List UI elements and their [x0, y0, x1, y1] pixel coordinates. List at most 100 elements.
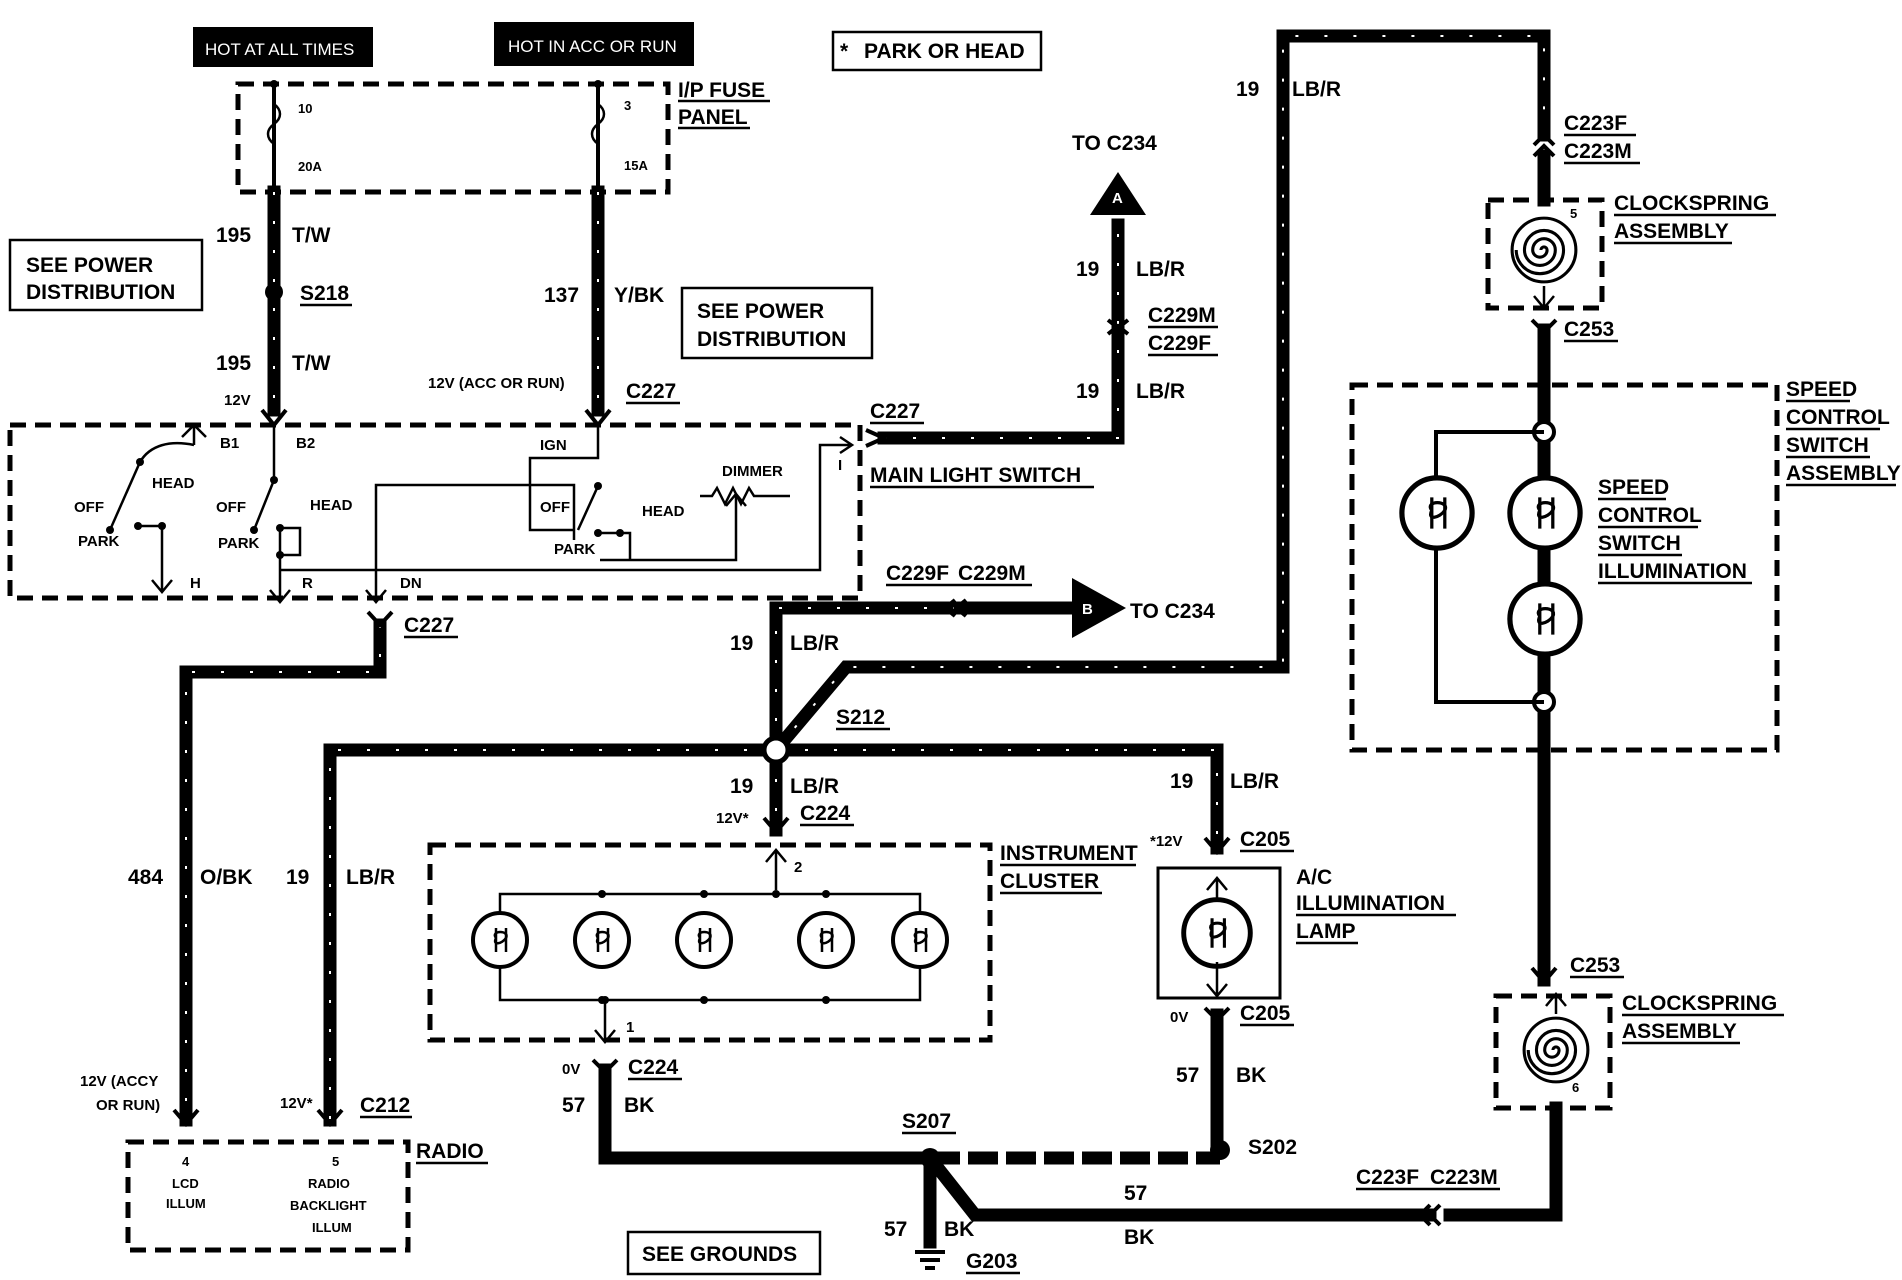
wire-19-color-b: LB/R — [1136, 380, 1185, 403]
clockspring-top: 5 — [1485, 197, 1605, 311]
splice-s218-label: S218 — [300, 282, 349, 305]
wire-484-number: 484 — [128, 866, 163, 889]
see-power-1-line2: DISTRIBUTION — [26, 281, 175, 304]
radio-pin-4-line1: LCD — [172, 1176, 199, 1191]
connector-c223f-top: C223F — [1564, 112, 1627, 135]
hot-at-all-times-tab: HOT AT ALL TIMES — [193, 27, 373, 67]
radio-pin-5-line1: RADIO — [308, 1176, 350, 1191]
connector-c223f-bottom: C223F — [1356, 1166, 1419, 1189]
speed-assembly-line2: CONTROL — [1786, 406, 1890, 429]
switch-pin-h: H — [190, 575, 201, 592]
speed-illum-line4: ILLUMINATION — [1598, 560, 1747, 583]
voltage-0v-c205: 0V — [1170, 1009, 1188, 1026]
c253-bottom-connector — [1530, 966, 1558, 986]
voltage-12v-accy-line1: 12V (ACCY — [80, 1073, 158, 1090]
fuse-panel: 10 20A 3 15A I/P FUSE PANEL — [235, 79, 770, 195]
wire-195-number-a: 195 — [216, 224, 251, 247]
off-page-connector-a: A TO C234 — [1072, 132, 1157, 215]
speed-assembly-line3: SWITCH — [1786, 434, 1869, 457]
wire-19-number-c: 19 — [730, 632, 753, 655]
voltage-12v-star-c224: 12V* — [716, 810, 749, 827]
asterisk-symbol: * — [840, 40, 849, 63]
connector-c229f-a: C229F — [1148, 332, 1211, 355]
see-power-distribution-1: SEE POWER DISTRIBUTION — [8, 238, 204, 312]
c223-top-connector — [1532, 132, 1556, 158]
c227-bottom-connector — [366, 610, 394, 628]
fuse-3-number: 3 — [624, 98, 631, 113]
speed-illum-line3: SWITCH — [1598, 532, 1681, 555]
connector-c229m-a: C229M — [1148, 304, 1216, 327]
clockspring-bottom: 6 — [1493, 992, 1613, 1111]
radio-pin-4-line2: ILLUM — [166, 1196, 206, 1211]
see-power-2-line2: DISTRIBUTION — [697, 328, 846, 351]
connector-c224-top: C224 — [800, 802, 851, 825]
cluster-pin-2: 2 — [794, 859, 802, 876]
switch-pin-b1: B1 — [220, 435, 239, 452]
switch-pin-dn: DN — [400, 575, 422, 592]
wire-19-color-c: LB/R — [790, 632, 839, 655]
ac-illumination-lamp — [1156, 866, 1282, 1000]
switch2-off: OFF — [216, 499, 246, 516]
dimmer-label: DIMMER — [722, 463, 783, 480]
see-grounds-note: SEE GROUNDS — [626, 1230, 822, 1276]
splice-s212-label: S212 — [836, 706, 885, 729]
fuse-20a-rating: 20A — [298, 159, 322, 174]
clockspring-top-line2: ASSEMBLY — [1614, 220, 1729, 243]
clockspring-bottom-line2: ASSEMBLY — [1622, 1020, 1737, 1043]
c205-top-connector — [1203, 836, 1231, 856]
radio-pin-4: 4 — [182, 1154, 190, 1169]
see-power-2-line1: SEE POWER — [697, 300, 824, 323]
connector-b-letter: B — [1082, 601, 1093, 618]
radio-pin5-connector — [316, 1108, 344, 1128]
c224-top-connector — [762, 816, 790, 836]
connector-c229m-b: C229M — [958, 562, 1026, 585]
ground-g203-label: G203 — [966, 1250, 1017, 1273]
switch3-ign: IGN — [540, 437, 567, 454]
cluster-bulb-5 — [891, 911, 949, 969]
clockspring-bottom-line1: CLOCKSPRING — [1622, 992, 1777, 1015]
voltage-12v-acc-run: 12V (ACC OR RUN) — [428, 375, 565, 392]
park-or-head-note: * PARK OR HEAD — [831, 30, 1043, 72]
connector-c253-top: C253 — [1564, 318, 1614, 341]
wire-484-color: O/BK — [200, 866, 253, 889]
wire-57-number-c: 57 — [1124, 1182, 1147, 1205]
clockspring-top-pin: 5 — [1570, 206, 1577, 221]
clockspring-bottom-pin: 6 — [1572, 1080, 1579, 1095]
to-c234-b: TO C234 — [1130, 600, 1215, 623]
wire-195-color-a: T/W — [292, 224, 331, 247]
off-page-connector-b: B TO C234 — [1072, 578, 1215, 638]
wire-57-number-b: 57 — [1176, 1064, 1199, 1087]
fuse-panel-title-1: I/P FUSE — [678, 79, 765, 102]
connector-c212: C212 — [360, 1094, 410, 1117]
wire-19-number-radio: 19 — [286, 866, 309, 889]
connector-c227-right: C227 — [870, 400, 920, 423]
fuse-panel-title-2: PANEL — [678, 106, 748, 129]
wire-19-number-e: 19 — [1170, 770, 1193, 793]
cluster-bulb-4 — [797, 911, 855, 969]
fuse-15a-rating: 15A — [624, 158, 648, 173]
see-grounds-label: SEE GROUNDS — [642, 1243, 797, 1266]
c224-bottom-connector — [591, 1058, 619, 1075]
connector-c227-top: C227 — [626, 380, 676, 403]
switch-pin-r: R — [302, 575, 313, 592]
wire-19-color-a: LB/R — [1136, 258, 1185, 281]
cluster-pin-1: 1 — [626, 1019, 634, 1036]
hot-at-all-times-label: HOT AT ALL TIMES — [205, 40, 354, 59]
voltage-0v-c224: 0V — [562, 1061, 580, 1078]
wire-195-number-b: 195 — [216, 352, 251, 375]
main-light-switch-title: MAIN LIGHT SWITCH — [870, 464, 1081, 487]
splice-s207-label: S207 — [902, 1110, 951, 1133]
cluster-bulb-1 — [471, 911, 529, 969]
wire-57-number-a: 57 — [562, 1094, 585, 1117]
instrument-cluster-line1: INSTRUMENT — [1000, 842, 1138, 865]
splices — [265, 283, 1230, 1168]
connector-c205-bottom: C205 — [1240, 1002, 1291, 1025]
wire-19-number-top: 19 — [1236, 78, 1259, 101]
voltage-12v-accy-line2: OR RUN) — [96, 1097, 160, 1114]
wire-19-color-top: LB/R — [1292, 78, 1341, 101]
wire-19-number-b: 19 — [1076, 380, 1099, 403]
speed-illum-bulb-3 — [1510, 584, 1580, 654]
switch3-head: HEAD — [642, 503, 685, 520]
hot-in-acc-or-run-tab: HOT IN ACC OR RUN — [494, 22, 694, 66]
connector-c223m-bottom: C223M — [1430, 1166, 1498, 1189]
